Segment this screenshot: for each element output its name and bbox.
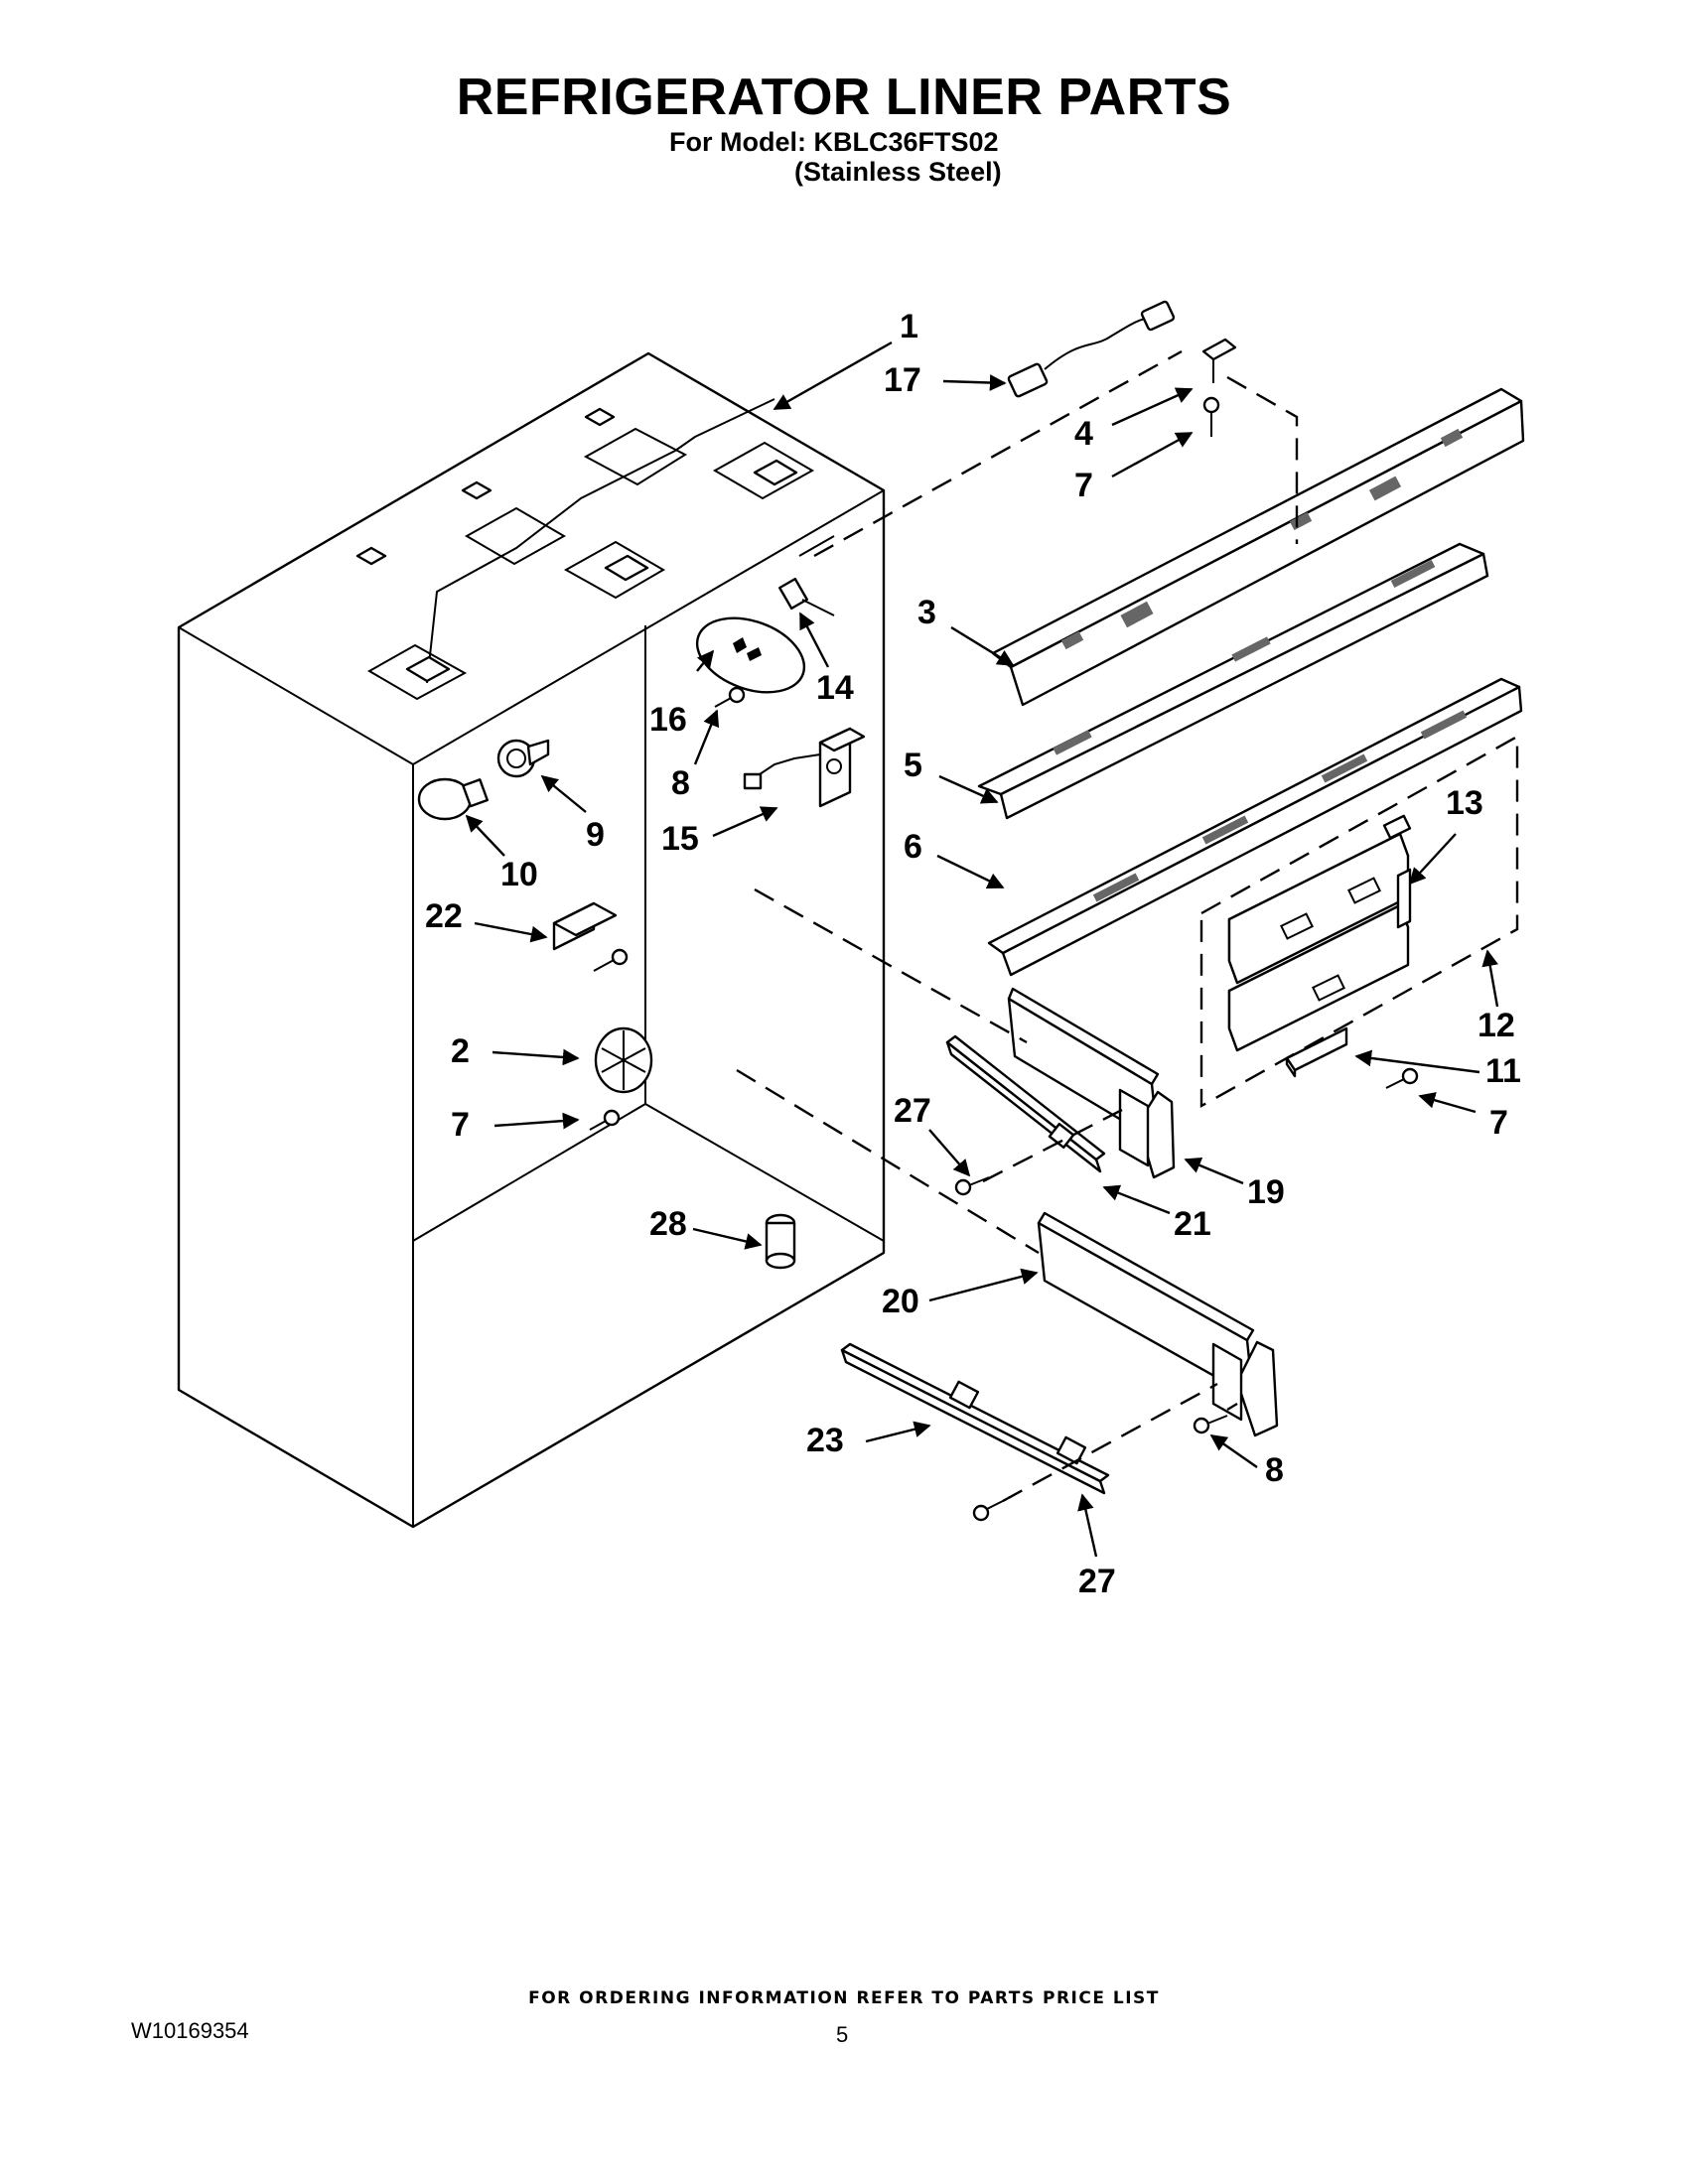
- callout-13: 13: [1446, 784, 1483, 822]
- callout-23: 23: [806, 1422, 844, 1459]
- drawer-cover-19: [1007, 987, 1176, 1179]
- part-28: [765, 1213, 796, 1270]
- callout-1: 1: [900, 308, 918, 345]
- callout-16: 16: [649, 701, 687, 739]
- ordering-note: FOR ORDERING INFORMATION REFER TO PARTS …: [528, 1988, 1160, 2008]
- model-line: For Model: KBLC36FTS02: [669, 127, 999, 157]
- callout-10: 10: [500, 856, 538, 893]
- thermistor-bracket: [552, 901, 618, 951]
- screw-22: [593, 948, 629, 972]
- callout-27-upper: 27: [894, 1092, 931, 1130]
- callout-20: 20: [882, 1283, 919, 1320]
- callout-17: 17: [884, 361, 921, 399]
- drawer-cover-20: [1037, 1211, 1279, 1437]
- bracket-11: [1285, 1026, 1348, 1078]
- light-switch-15: [743, 727, 866, 808]
- callout-9: 9: [586, 816, 605, 854]
- callout-3: 3: [917, 594, 936, 631]
- callout-28: 28: [649, 1205, 687, 1243]
- callout-19: 19: [1247, 1173, 1285, 1211]
- callout-7-right: 7: [1489, 1104, 1508, 1142]
- callout-6: 6: [904, 828, 922, 866]
- callout-7: 7: [1074, 467, 1093, 504]
- callout-2: 2: [451, 1032, 470, 1070]
- callout-8: 8: [671, 764, 690, 802]
- callout-4: 4: [1074, 415, 1093, 453]
- callout-11: 11: [1485, 1052, 1521, 1090]
- thermistor-14: [778, 577, 835, 616]
- callout-7-left: 7: [451, 1106, 470, 1144]
- page-title: REFRIGERATOR LINER PARTS: [456, 68, 1232, 126]
- shelf-rail-5: [977, 542, 1489, 820]
- screw-27-upper: [954, 1176, 990, 1196]
- callout-14: 14: [816, 669, 854, 707]
- drawer-rail-23: [840, 1342, 1110, 1495]
- document-number: W10169354: [131, 2018, 249, 2043]
- liner-cabinet: [177, 351, 886, 1529]
- screw-16: [714, 686, 746, 708]
- callout-22: 22: [425, 897, 463, 935]
- screw-27-lower: [972, 1498, 1008, 1522]
- light-13: [1227, 814, 1412, 1052]
- bracket-4: [1201, 338, 1237, 383]
- callout-12: 12: [1477, 1007, 1515, 1044]
- page-number: 5: [836, 2022, 849, 2047]
- variant-line: (Stainless Steel): [794, 157, 1002, 187]
- control-housing: [695, 616, 806, 694]
- light-assembly-12: [1199, 734, 1519, 1109]
- air-diffuser: [594, 1026, 653, 1094]
- wiring-harness-17: [1007, 300, 1176, 398]
- screw-2: [589, 1109, 621, 1131]
- shelf-rail-6: [987, 677, 1523, 977]
- callout-8-lower: 8: [1265, 1451, 1284, 1489]
- screw-8-lower: [1193, 1415, 1228, 1434]
- callout-15: 15: [661, 820, 699, 858]
- screw-7-top: [1202, 396, 1220, 437]
- callout-21: 21: [1174, 1205, 1211, 1243]
- light-bulb: [417, 777, 490, 821]
- light-socket: [496, 739, 550, 778]
- callout-5: 5: [904, 747, 922, 784]
- drawer-rail-21: [945, 1034, 1106, 1173]
- screw-7-right: [1385, 1067, 1419, 1089]
- shelf-rail-3: [991, 387, 1525, 707]
- callout-27-lower: 27: [1078, 1563, 1116, 1600]
